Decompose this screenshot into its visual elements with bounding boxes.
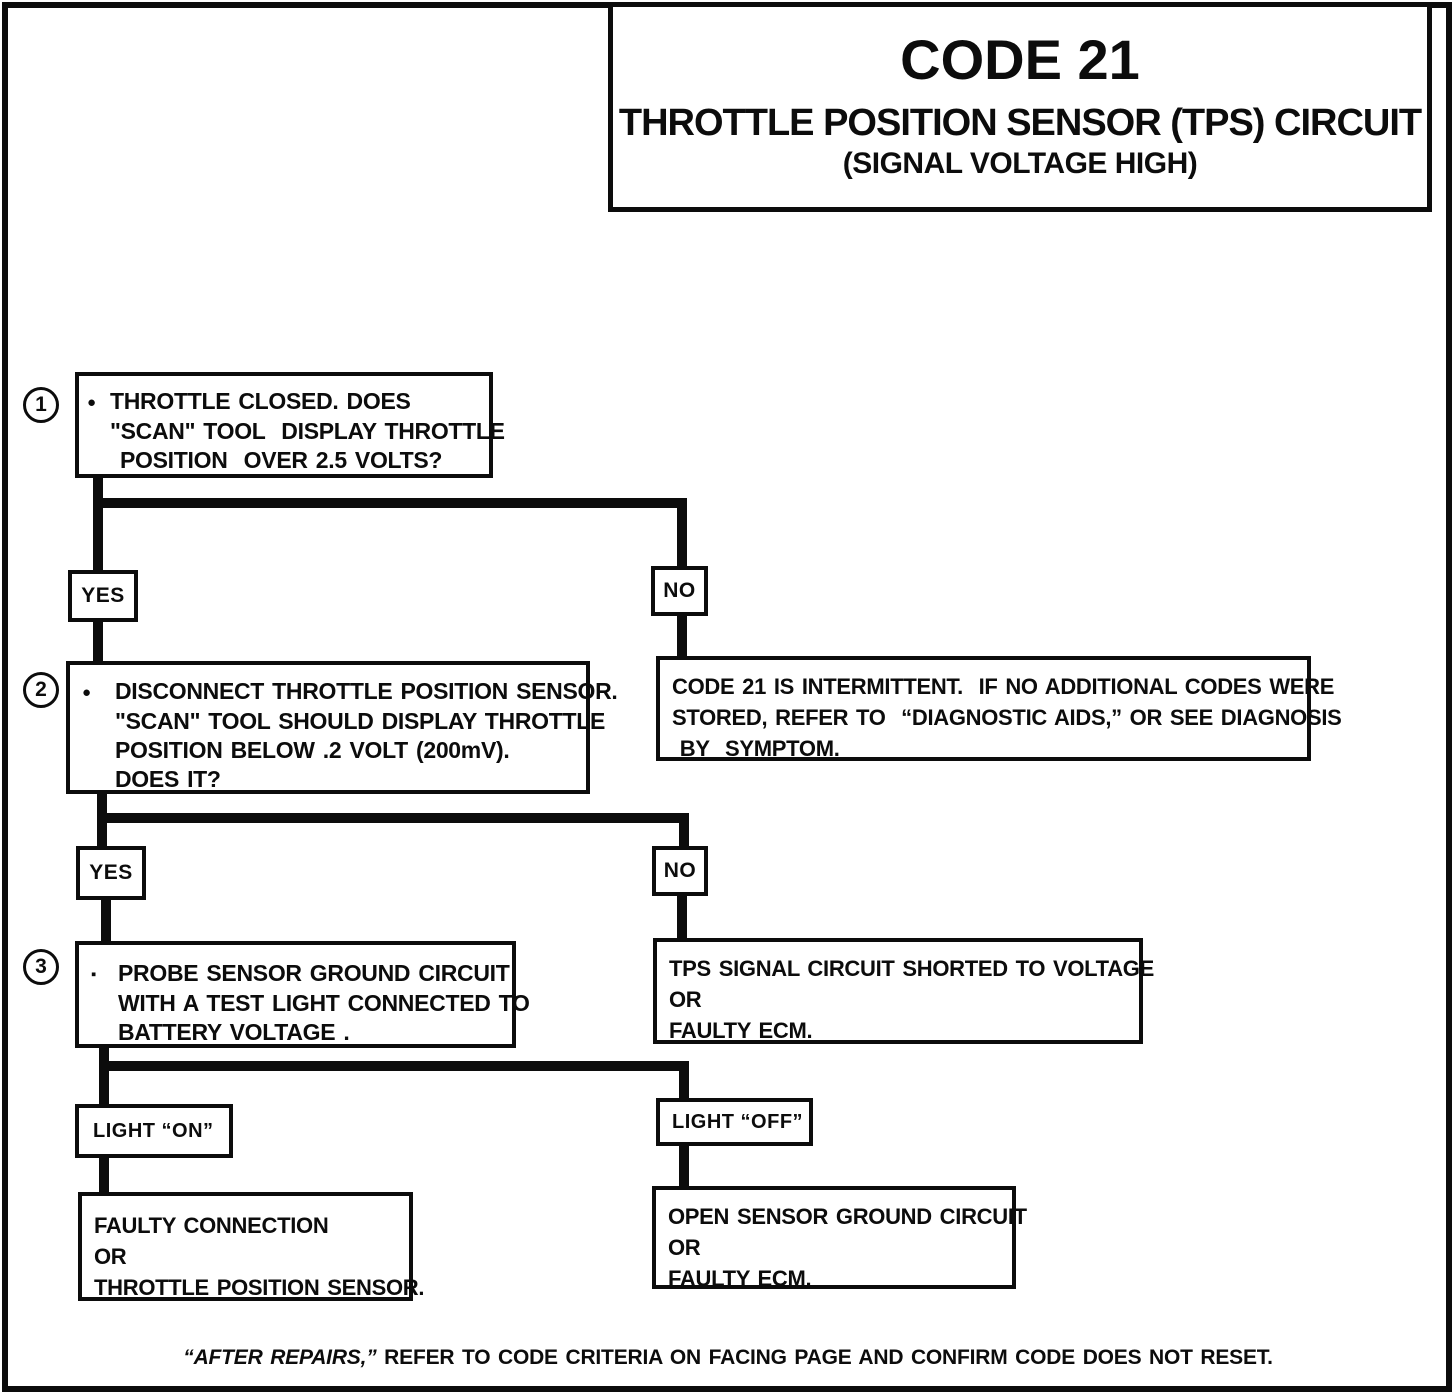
page-subtitle: THROTTLE POSITION SENSOR (TPS) CIRCUIT xyxy=(618,102,1422,144)
step3-number: 3 xyxy=(35,955,47,978)
branch-yes-2: YES xyxy=(76,846,146,900)
bullet-icon: ● xyxy=(87,394,96,411)
result-tps-line3: FAULTY ECM. xyxy=(669,1018,813,1043)
step1-number-badge: 1 xyxy=(23,387,59,423)
page-qualifier: (SIGNAL VOLTAGE HIGH) xyxy=(842,147,1198,180)
connector-line xyxy=(99,1046,109,1108)
branch-yes-1: YES xyxy=(68,570,138,622)
result-open-line2: OR xyxy=(668,1235,701,1260)
connector-line xyxy=(677,614,687,660)
branch-no-2: NO xyxy=(652,846,708,896)
connector-line xyxy=(679,1061,689,1102)
connector-line xyxy=(99,1061,689,1071)
step1-line2: "SCAN" TOOL DISPLAY THROTTLE xyxy=(110,418,505,444)
connector-line xyxy=(677,498,687,570)
connector-line xyxy=(93,620,103,664)
step3-line1: PROBE SENSOR GROUND CIRCUIT xyxy=(118,960,510,986)
step1-line1: THROTTLE CLOSED. DOES xyxy=(110,388,411,414)
step2-line1: DISCONNECT THROTTLE POSITION SENSOR. xyxy=(115,678,618,704)
step3-line2: WITH A TEST LIGHT CONNECTED TO xyxy=(118,990,530,1016)
bullet-icon: ● xyxy=(82,684,91,701)
connector-line xyxy=(97,813,689,823)
branch-light-off-label: LIGHT “OFF” xyxy=(672,1110,804,1133)
branch-light-on-label: LIGHT “ON” xyxy=(93,1119,214,1142)
result-intermittent-line3: BY SYMPTOM. xyxy=(672,736,840,761)
connector-line xyxy=(99,1156,109,1196)
branch-light-off: LIGHT “OFF” xyxy=(656,1098,813,1146)
step2-box: ● DISCONNECT THROTTLE POSITION SENSOR. "S… xyxy=(66,661,618,794)
branch-yes-1-label: YES xyxy=(81,584,125,607)
result-open-line1: OPEN SENSOR GROUND CIRCUIT xyxy=(668,1204,1027,1229)
step1-box: ● THROTTLE CLOSED. DOES "SCAN" TOOL DISPL… xyxy=(75,372,505,478)
result-tps-line1: TPS SIGNAL CIRCUIT SHORTED TO VOLTAGE xyxy=(669,956,1154,981)
result-tps-shorted: TPS SIGNAL CIRCUIT SHORTED TO VOLTAGE OR… xyxy=(653,938,1154,1044)
connector-line xyxy=(679,1143,689,1189)
footer-note: “AFTER REPAIRS,” REFER TO CODE CRITERIA … xyxy=(0,1346,1456,1370)
title-box: CODE 21 THROTTLE POSITION SENSOR (TPS) C… xyxy=(608,2,1432,212)
step3-line3: BATTERY VOLTAGE . xyxy=(118,1019,350,1045)
step2-line4: DOES IT? xyxy=(115,766,221,792)
result-faulty-line2: OR xyxy=(94,1244,127,1269)
branch-no-1-label: NO xyxy=(663,579,696,602)
connector-line xyxy=(679,813,689,850)
result-open-ground: OPEN SENSOR GROUND CIRCUIT OR FAULTY ECM… xyxy=(652,1186,1027,1291)
branch-no-2-label: NO xyxy=(663,859,697,882)
result-open-line3: FAULTY ECM. xyxy=(668,1266,812,1291)
branch-light-on: LIGHT “ON” xyxy=(75,1104,233,1158)
branch-no-1: NO xyxy=(651,566,708,616)
result-faulty-line3: THROTTLE POSITION SENSOR. xyxy=(94,1275,425,1300)
connector-line xyxy=(93,477,103,574)
step1-number: 1 xyxy=(35,393,47,416)
step2-line2: "SCAN" TOOL SHOULD DISPLAY THROTTLE xyxy=(115,708,606,734)
page-title: CODE 21 xyxy=(900,28,1140,91)
result-intermittent-line2: STORED, REFER TO “DIAGNOSTIC AIDS,” OR S… xyxy=(672,705,1342,730)
result-faulty-connection: FAULTY CONNECTION OR THROTTLE POSITION S… xyxy=(78,1192,425,1301)
step3-box: ▪ PROBE SENSOR GROUND CIRCUIT WITH A TEST… xyxy=(75,941,530,1048)
step1-line3: POSITION OVER 2.5 VOLTS? xyxy=(120,447,443,473)
result-intermittent: CODE 21 IS INTERMITTENT. IF NO ADDITIONA… xyxy=(656,656,1342,761)
footer-text: REFER TO CODE CRITERIA ON FACING PAGE AN… xyxy=(376,1346,1273,1369)
bullet-icon: ▪ xyxy=(91,966,97,983)
connector-line xyxy=(93,498,687,508)
footer-emphasis: “AFTER REPAIRS,” xyxy=(183,1346,377,1369)
step2-number-badge: 2 xyxy=(23,672,59,708)
connector-line xyxy=(101,898,111,944)
step2-line3: POSITION BELOW .2 VOLT (200mV). xyxy=(115,737,510,763)
result-faulty-line1: FAULTY CONNECTION xyxy=(94,1213,329,1238)
branch-yes-2-label: YES xyxy=(89,861,133,884)
step3-number-badge: 3 xyxy=(23,949,59,985)
step2-number: 2 xyxy=(35,678,47,701)
connector-line xyxy=(677,894,687,941)
result-intermittent-line1: CODE 21 IS INTERMITTENT. IF NO ADDITIONA… xyxy=(672,674,1335,699)
result-tps-line2: OR xyxy=(669,987,702,1012)
